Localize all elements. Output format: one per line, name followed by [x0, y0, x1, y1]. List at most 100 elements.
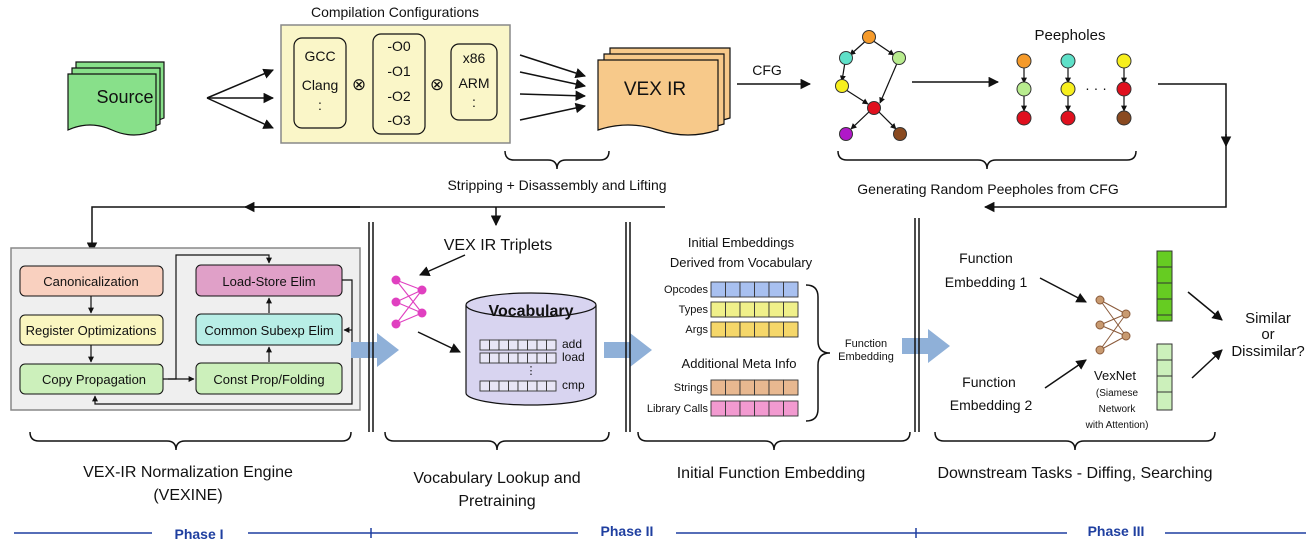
peephole-ellipsis: · · ·	[1085, 80, 1107, 96]
embedding-cell	[710, 301, 726, 318]
vocabulary-title: Vocabulary	[488, 303, 573, 320]
vocab-cell	[498, 352, 509, 364]
peephole-node	[1116, 110, 1132, 126]
cfg-node	[893, 127, 907, 141]
triplets-arrow	[419, 254, 466, 276]
output-vector-1	[1156, 250, 1173, 322]
block-arrow	[351, 333, 399, 367]
emb1-arrow	[1039, 277, 1087, 303]
library-calls-label: Library Calls	[647, 403, 709, 415]
vocab-cell	[489, 352, 500, 364]
vocab-dots: ⋮	[526, 365, 537, 377]
opcodes-label: Opcodes	[664, 284, 709, 296]
vocab-cell	[536, 352, 547, 364]
vocab-row-add: add	[562, 337, 582, 351]
meta-cell	[725, 400, 741, 417]
vocab-cell	[508, 339, 519, 351]
cfg-node	[862, 30, 876, 44]
meta-cell	[754, 379, 770, 396]
cross-product-symbol: ⊗	[430, 75, 444, 94]
peephole-node	[1016, 110, 1032, 126]
function-embedding-line2: Embedding	[838, 351, 894, 363]
vexir-label: VEX IR	[624, 79, 686, 100]
embedding-cell	[768, 301, 784, 318]
common-subexp-elim-box: Common Subexp Elim	[204, 323, 333, 338]
function-embedding-line1: Function	[845, 338, 887, 350]
vexine-caption-line2: (VEXINE)	[153, 487, 222, 504]
embedding-cell	[768, 321, 784, 338]
vocab-cell	[546, 380, 557, 392]
canonicalization-box: Canonicalization	[43, 274, 138, 289]
peephole-node	[1060, 81, 1076, 97]
embedding-cell	[783, 321, 799, 338]
cfg-node	[839, 127, 853, 141]
triplet-network-icon	[391, 275, 427, 329]
vocab-cell	[517, 380, 528, 392]
cfg-node	[867, 101, 881, 115]
emb2-line1: Function	[962, 374, 1016, 390]
vexine-brace	[29, 431, 352, 451]
output-vector-2	[1156, 343, 1173, 411]
vexine-panel: Canonicalization Register Optimizations …	[10, 247, 361, 411]
cfg-node	[839, 51, 853, 65]
peephole-chains: · · ·	[1016, 53, 1132, 126]
vocab-cell	[498, 380, 509, 392]
embedding-cell	[725, 321, 741, 338]
embedding-rows: Opcodes Types Args	[664, 281, 799, 338]
embedding-cell	[739, 321, 755, 338]
downstream-brace	[934, 431, 1216, 451]
result-dissimilar: Dissimilar?	[1231, 343, 1304, 360]
lifting-brace	[504, 150, 610, 170]
meta-cell	[783, 400, 799, 417]
vocab-row-cmp: cmp	[562, 378, 585, 392]
embedding-cell	[725, 301, 741, 318]
strings-label: Strings	[674, 382, 709, 394]
embedding-cell	[725, 281, 741, 298]
cfg-graph	[835, 30, 907, 141]
vocab-cell	[489, 339, 500, 351]
vocab-cell	[479, 339, 490, 351]
vocab-cell	[536, 339, 547, 351]
embedding-cell	[710, 281, 726, 298]
result-or: or	[1261, 326, 1274, 343]
vocab-cell	[546, 339, 557, 351]
peephole-node	[1016, 53, 1032, 69]
vec1-arrow	[1187, 291, 1223, 321]
vocab-cell	[546, 352, 557, 364]
stripping-caption: Stripping + Disassembly and Lifting	[447, 177, 666, 193]
args-label: Args	[685, 324, 708, 336]
compilation-config-box: GCC Clang : ⊗ -O0 -O1 -O2 -O3 ⊗ x86 ARM …	[280, 24, 511, 144]
opt-o0: -O0	[387, 38, 411, 54]
compiler-gcc: GCC	[304, 48, 335, 64]
source-label: Source	[96, 87, 153, 107]
vocab-cell	[517, 339, 528, 351]
vocab-cell	[536, 380, 547, 392]
embedding-cell	[783, 301, 799, 318]
embeddings-title-line1: Initial Embeddings	[688, 235, 795, 250]
meta-cell	[725, 379, 741, 396]
config-to-vexir-arrows	[519, 54, 587, 121]
copy-propagation-box: Copy Propagation	[42, 372, 146, 387]
vocab-caption-line1: Vocabulary Lookup and	[413, 470, 580, 487]
phase-1-label: Phase I	[174, 526, 223, 542]
emb1-line1: Function	[959, 250, 1013, 266]
opt-o1: -O1	[387, 63, 411, 79]
embedding-caption: Initial Function Embedding	[677, 465, 866, 482]
source-document: Source	[67, 61, 165, 136]
peephole-node	[1116, 53, 1132, 69]
vexir-document: VEX IR	[597, 47, 731, 136]
vocab-cell	[498, 339, 509, 351]
vocab-caption-line2: Pretraining	[458, 493, 535, 510]
cfg-label: CFG	[752, 62, 782, 78]
peephole-caption: Generating Random Peepholes from CFG	[857, 181, 1118, 197]
embeddings-title-line2: Derived from Vocabulary	[670, 255, 813, 270]
embedding-cell	[739, 281, 755, 298]
meta-cell	[710, 400, 726, 417]
vocab-cell	[527, 380, 538, 392]
downstream-caption: Downstream Tasks - Diffing, Searching	[937, 465, 1212, 482]
block-arrow	[604, 333, 652, 367]
vocab-cell	[527, 352, 538, 364]
vec2-arrow	[1191, 349, 1223, 379]
embedding-cell	[754, 321, 770, 338]
emb1-line2: Embedding 1	[945, 274, 1028, 290]
